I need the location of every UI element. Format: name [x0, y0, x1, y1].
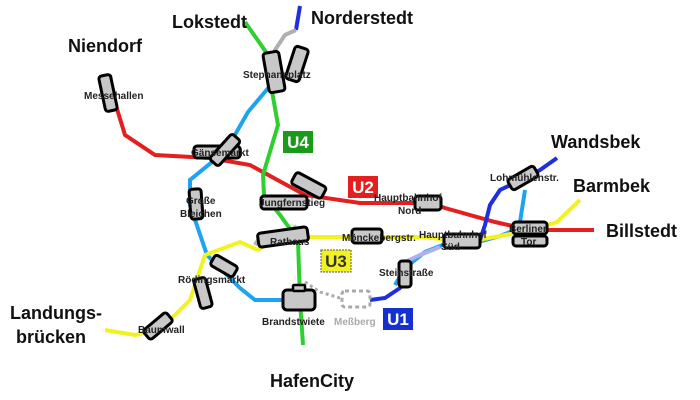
badge-u4-bg	[283, 131, 313, 153]
label-stephansplatz: Stephansplatz	[243, 70, 311, 81]
label-hauptbahnhof-sued-1: Hauptbahnhof	[419, 230, 487, 241]
terminal-wandsbek: Wandsbek	[551, 132, 641, 152]
station-hauptbahnhof-nord[interactable]	[413, 194, 443, 212]
station-jungfernstieg[interactable]	[259, 171, 328, 211]
label-lohmuehlenstr: Lohmühlenstr.	[490, 173, 559, 184]
station-stephansplatz[interactable]	[261, 44, 310, 95]
label-hauptbahnhof-nord-2: Nord	[398, 206, 421, 217]
label-rathaus: Rathaus	[270, 237, 310, 248]
badge-u1-bg	[383, 308, 413, 330]
badge-u4-label: U4	[287, 133, 309, 152]
badge-u2-bg	[348, 176, 378, 198]
label-berliner-tor-1: Berliner	[509, 224, 547, 235]
badge-u4: U4	[283, 131, 313, 153]
station-roedingsmarkt[interactable]	[192, 253, 239, 310]
badge-u3-label: U3	[325, 252, 347, 271]
badge-u3: U3	[320, 249, 352, 273]
label-jungfernstieg: Jungfernstieg	[259, 198, 325, 209]
label-moenckebergstr: Mönckebergstr.	[342, 233, 416, 244]
u1-east-track	[478, 156, 559, 241]
label-grosse-bleichen-1: Große	[186, 196, 216, 207]
label-messberg: Meßberg	[334, 317, 376, 328]
u1-north-track	[294, 5, 302, 31]
label-steinstrasse: Steinstraße	[379, 268, 434, 279]
label-roedingsmarkt: Rödingsmarkt	[178, 275, 246, 286]
terminal-niendorf: Niendorf	[68, 36, 143, 56]
terminal-landungsbruecken-line2: brücken	[16, 327, 86, 347]
label-gaensemarkt: Gänsemarkt	[191, 148, 249, 159]
terminal-landungsbruecken-line1: Landungs-	[10, 303, 102, 323]
label-hauptbahnhof-sued-2: Süd	[441, 242, 460, 253]
u3-shared-track	[188, 78, 300, 302]
terminal-lokstedt: Lokstedt	[172, 12, 247, 32]
terminal-norderstedt: Norderstedt	[311, 8, 413, 28]
station-moenckebergstr[interactable]	[350, 227, 384, 245]
badge-u2-label: U2	[352, 178, 374, 197]
label-berliner-tor-2: Tor	[521, 237, 536, 248]
station-steinstrasse[interactable]	[397, 259, 413, 289]
station-baumwall[interactable]	[142, 311, 174, 341]
station-lohmuehlenstr[interactable]	[506, 164, 540, 192]
label-brandstwiete: Brandstwiete	[262, 317, 325, 328]
label-grosse-bleichen-2: Bleichen	[180, 209, 222, 220]
terminal-billstedt: Billstedt	[606, 221, 677, 241]
badge-u3-bg	[320, 249, 352, 273]
station-brandstwiete[interactable]	[281, 283, 317, 312]
label-baumwall: Baumwall	[138, 325, 185, 336]
station-messberg[interactable]	[340, 289, 372, 309]
badge-u2: U2	[348, 176, 378, 198]
u1-planned-track	[404, 245, 441, 264]
station-hauptbahnhof-sued[interactable]	[442, 232, 482, 250]
terminal-barmbek: Barmbek	[573, 176, 651, 196]
station-rathaus[interactable]	[256, 225, 310, 249]
label-hauptbahnhof-nord-1: Hauptbahnhof	[374, 193, 442, 204]
label-messehallen: Messehallen	[84, 91, 143, 102]
terminal-hafencity: HafenCity	[270, 371, 354, 391]
station-berliner-tor[interactable]	[511, 220, 549, 248]
station-grosse-bleichen[interactable]	[187, 187, 205, 221]
badge-u1: U1	[383, 308, 413, 330]
station-messehallen[interactable]	[97, 73, 119, 113]
badge-u1-label: U1	[387, 310, 409, 329]
station-gaensemarkt[interactable]	[192, 133, 242, 167]
